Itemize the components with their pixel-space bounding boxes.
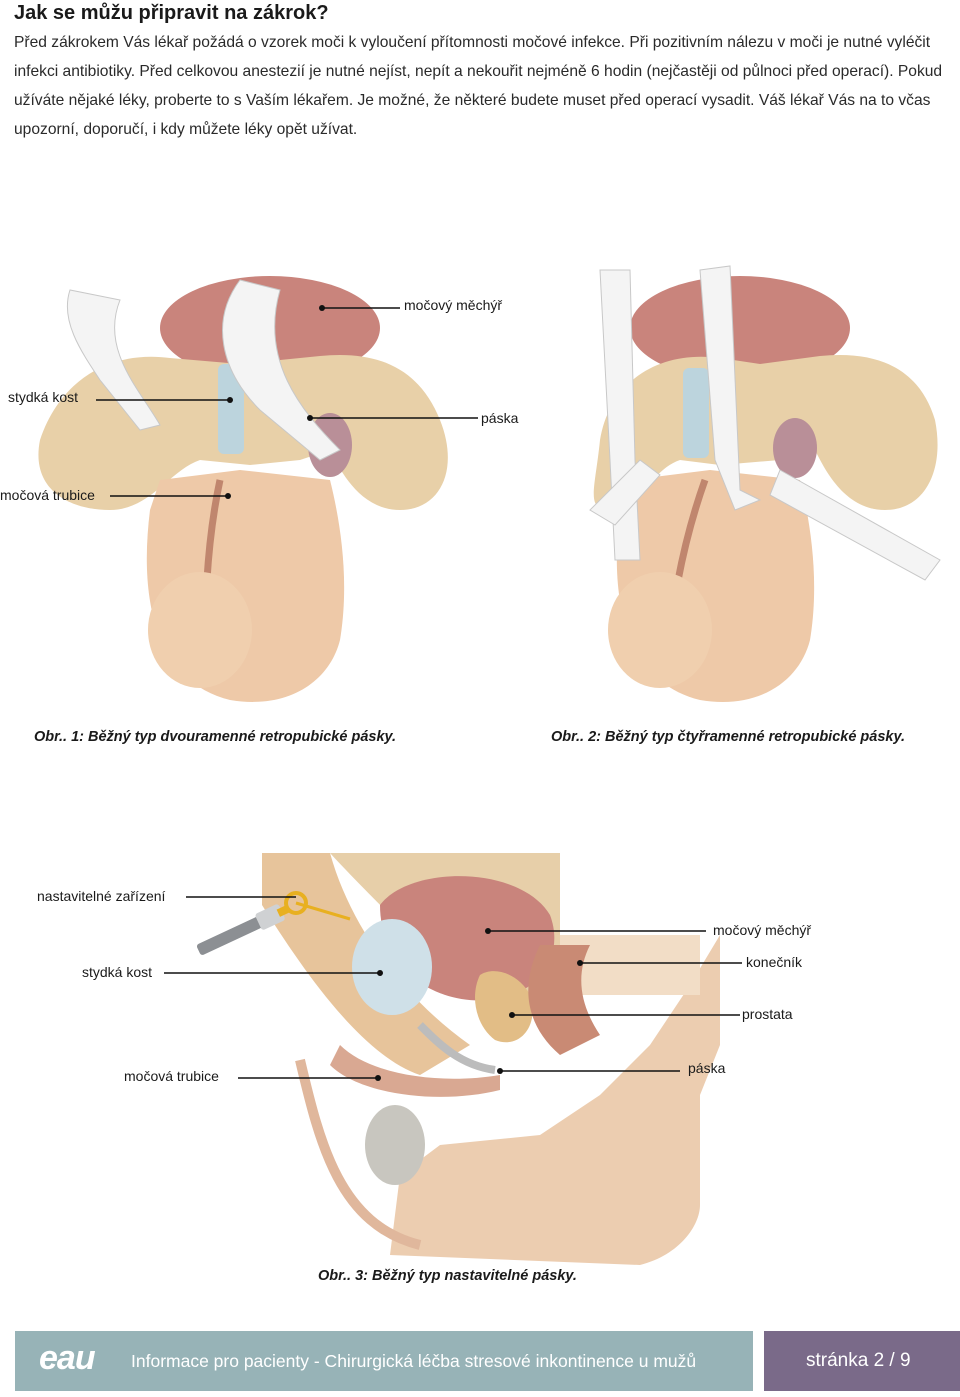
label-urethra-fig3: močová trubice (124, 1068, 219, 1084)
label-bladder-fig1: močový měchýř (404, 297, 502, 313)
caption-figure2: Obr.. 2: Běžný typ čtyřramenné retropubi… (551, 729, 905, 745)
eau-logo: eau (39, 1339, 95, 1378)
page-heading: Jak se můžu připravit na zákrok? (14, 2, 329, 25)
footer-title: Informace pro pacienty - Chirurgická léč… (131, 1351, 696, 1372)
label-bladder-fig3: močový měchýř (713, 922, 811, 938)
label-adjustable-device: nastavitelné zařízení (37, 888, 165, 904)
page-number: stránka 2 / 9 (806, 1350, 911, 1372)
label-sling-fig1: páska (481, 410, 518, 426)
anatomy-illustration-sagittal (0, 845, 960, 1275)
footer-banner: eau Informace pro pacienty - Chirurgická… (15, 1331, 753, 1391)
figure2-drawing (590, 266, 940, 702)
figure3-drawing (195, 853, 720, 1265)
caption-figure3: Obr.. 3: Běžný typ nastavitelné pásky. (318, 1268, 577, 1284)
label-sling-fig3: páska (688, 1060, 725, 1076)
label-prostate: prostata (742, 1006, 793, 1022)
caption-figure1: Obr.. 1: Běžný typ dvouramenné retropubi… (34, 729, 396, 745)
footer-page-box: stránka 2 / 9 (764, 1331, 960, 1391)
label-pubic-bone-fig3: stydká kost (82, 964, 152, 980)
figure1-drawing (38, 276, 447, 702)
label-rectum: konečník (746, 954, 802, 970)
label-pubic-bone-fig1: stydká kost (8, 389, 78, 405)
label-urethra-fig1: močová trubice (0, 487, 95, 503)
intro-paragraph: Před zákrokem Vás lékař požádá o vzorek … (14, 28, 950, 144)
anatomy-illustration-front (0, 260, 960, 730)
